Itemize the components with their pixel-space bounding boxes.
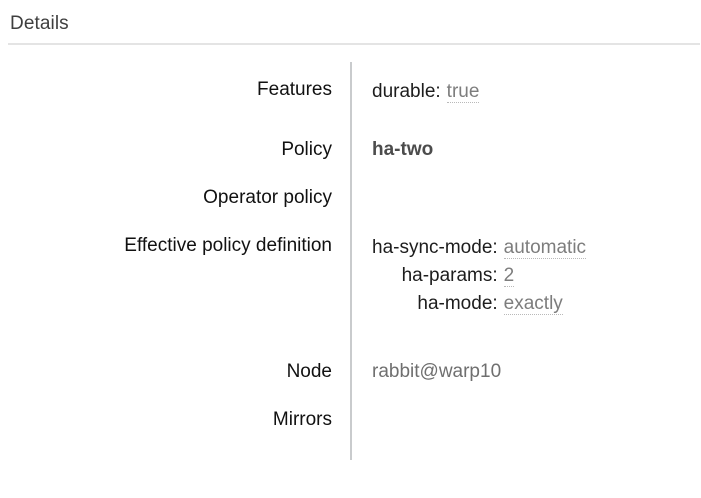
row-label-features: Features: [0, 62, 352, 110]
row-label-effective-policy-definition: Effective policy definition: [0, 214, 352, 318]
row-label-node: Node: [0, 318, 352, 390]
row-value-node: rabbit@warp10: [351, 318, 701, 390]
kv-row: durable: true: [372, 78, 480, 110]
kv-value: automatic: [503, 234, 587, 262]
kv-value-text: automatic: [503, 237, 587, 259]
row-label-policy: Policy: [0, 110, 352, 168]
table-row: Node rabbit@warp10: [0, 318, 701, 390]
kv-value-text: exactly: [503, 293, 563, 315]
kv-key: ha-params:: [401, 265, 498, 286]
row-label-mirrors: Mirrors: [0, 390, 352, 460]
kv-key: ha-mode:: [417, 293, 498, 314]
table-row: Features durable: true: [0, 62, 701, 110]
kv-value: 2: [503, 262, 586, 290]
kv-row: ha-sync-mode: automatic: [372, 234, 587, 262]
table-row: Policy ha-two: [0, 110, 701, 168]
table-row: Effective policy definition ha-sync-mode…: [0, 214, 701, 318]
details-table: Features durable: true Policy: [0, 62, 701, 460]
kv-value-text: true: [446, 81, 480, 103]
kv-table-effective-policy: ha-sync-mode: automatic ha-params: 2 ha-…: [372, 234, 587, 318]
header-divider: [8, 43, 700, 45]
row-value-effective-policy-definition: ha-sync-mode: automatic ha-params: 2 ha-…: [351, 214, 701, 318]
page-title: Details: [10, 13, 69, 34]
kv-key: ha-sync-mode:: [372, 237, 498, 258]
row-value-policy: ha-two: [351, 110, 701, 168]
row-value-operator-policy: [351, 168, 701, 214]
row-value-features: durable: true: [351, 62, 701, 110]
table-row: Operator policy: [0, 168, 701, 214]
node-name: rabbit@warp10: [372, 361, 502, 382]
kv-value: true: [446, 78, 480, 110]
policy-link[interactable]: ha-two: [372, 139, 434, 160]
kv-value: exactly: [503, 290, 586, 318]
kv-value-text: 2: [503, 265, 515, 287]
kv-table-features: durable: true: [372, 78, 480, 110]
kv-row: ha-mode: exactly: [372, 290, 586, 318]
row-value-mirrors: [351, 390, 701, 460]
empty-value: [372, 186, 701, 187]
empty-value: [372, 408, 701, 409]
row-label-operator-policy: Operator policy: [0, 168, 352, 214]
kv-row: ha-params: 2: [372, 262, 586, 290]
table-row: Mirrors: [0, 390, 701, 460]
kv-key: durable:: [372, 81, 441, 102]
